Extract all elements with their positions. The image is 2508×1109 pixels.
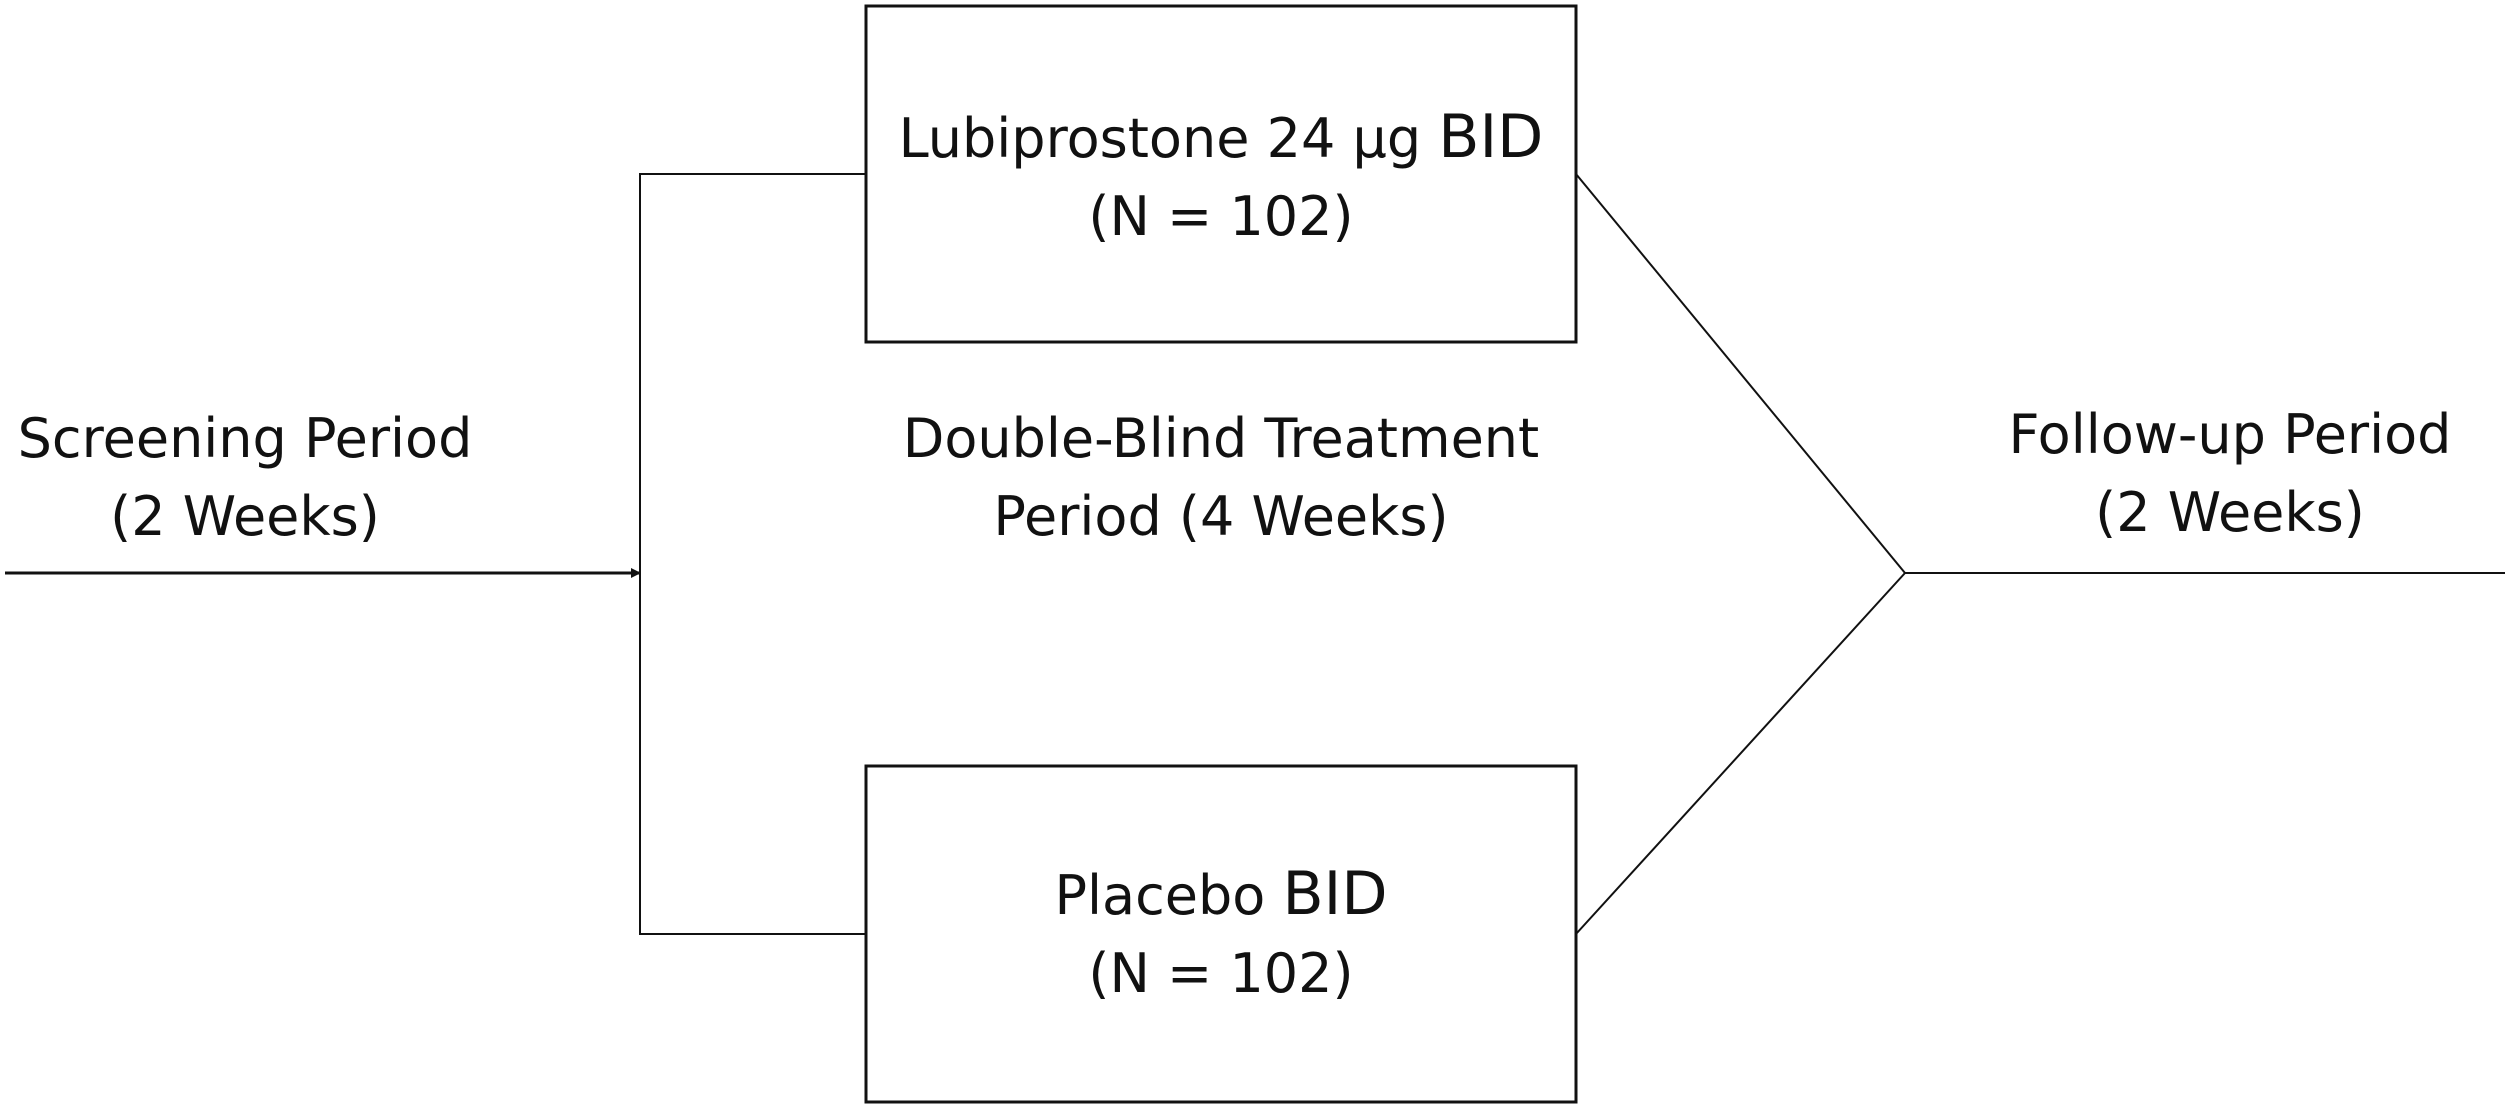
placebo-arm-count: (N = 102) [1088, 942, 1354, 1005]
placebo-arm-box [864, 764, 1578, 1104]
lubiprostone-arm-count: (N = 102) [1088, 185, 1354, 248]
placebo-frequency: BID [1282, 859, 1388, 929]
converge-line-bottom [1575, 572, 1906, 935]
lubiprostone-arm-drug: Lubiprostone 24 µg BID [866, 98, 1576, 178]
followup-period-duration: (2 Weeks) [2095, 481, 2365, 544]
treatment-period-label: Double-Blind Treatment Period (4 Weeks) [866, 400, 1576, 556]
lubiprostone-arm-label: Lubiprostone 24 µg BID (N = 102) [866, 98, 1576, 256]
converge-line-top [1575, 173, 1906, 574]
lubiprostone-frequency: BID [1438, 102, 1544, 172]
placebo-arm-label: Placebo BID (N = 102) [866, 855, 1576, 1013]
treatment-period-title: Double-Blind Treatment [902, 407, 1540, 470]
placebo-drug-text: Placebo [1054, 864, 1266, 927]
lubiprostone-drug-text: Lubiprostone 24 µg [898, 107, 1422, 170]
screening-period-duration: (2 Weeks) [110, 485, 380, 548]
placebo-arm-drug: Placebo BID [866, 855, 1576, 935]
lubiprostone-arm-box [864, 4, 1578, 344]
followup-period-title: Follow-up Period [2008, 403, 2452, 466]
screening-period-label: Screening Period (2 Weeks) [0, 400, 490, 556]
treatment-period-duration: Period (4 Weeks) [993, 485, 1449, 548]
screening-period-title: Screening Period [17, 407, 473, 470]
followup-period-label: Follow-up Period (2 Weeks) [1960, 396, 2500, 552]
randomization-bracket [639, 173, 866, 935]
